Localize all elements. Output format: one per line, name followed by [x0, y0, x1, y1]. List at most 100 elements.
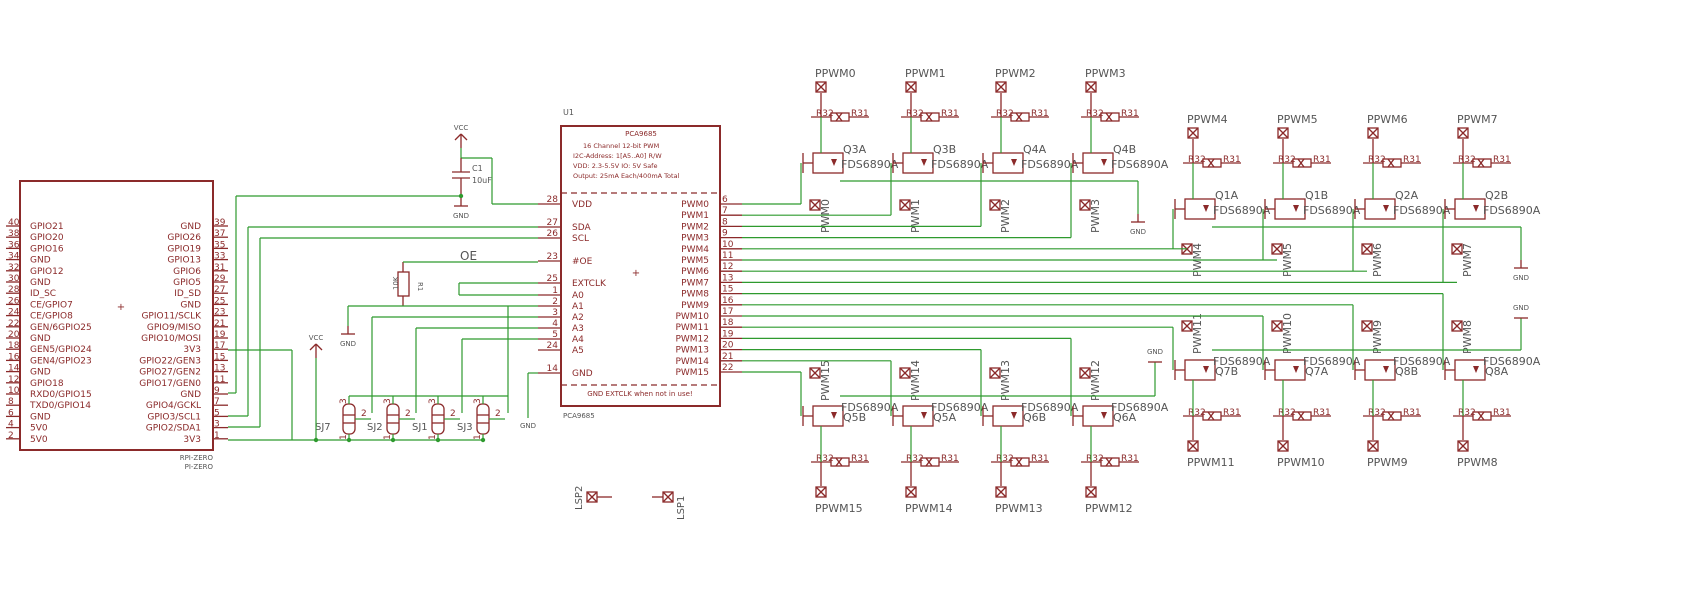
pad-icon	[1187, 127, 1199, 139]
diode-icon	[1293, 205, 1299, 212]
pca-pin-name: SCL	[572, 234, 589, 244]
sj-pin: 2	[450, 409, 456, 419]
rt-label: R32	[996, 109, 1014, 119]
pad-cross	[1085, 486, 1097, 498]
pad-cross	[1451, 243, 1463, 255]
pca-pin-name: PWM14	[675, 357, 709, 367]
pca-pin-name: PWM0	[681, 200, 709, 210]
mosfet-type: FDS6890A	[1483, 204, 1541, 217]
pad-icon	[1367, 440, 1379, 452]
pad-cross	[815, 81, 827, 93]
rpi-pin-name: CE/GPIO8	[30, 312, 73, 322]
mosfet-icon	[1082, 405, 1114, 427]
mosfet-icon	[1184, 359, 1216, 381]
pad-cross	[1271, 243, 1283, 255]
mosfet-icon	[1274, 359, 1306, 381]
rt-label: R32	[1188, 155, 1206, 165]
mosfet-ref: Q8A	[1485, 365, 1509, 378]
mosfet-icon	[812, 405, 844, 427]
gnd-label: GND	[1130, 228, 1146, 236]
pad-icon	[1451, 243, 1463, 255]
rpi-pin-name: GPIO17/GEN0	[139, 379, 201, 389]
pca-pin-name: A5	[572, 346, 584, 356]
rt-label: R31	[1121, 454, 1139, 464]
sj-pin: 2	[405, 409, 411, 419]
mosfet-icon	[1364, 198, 1396, 220]
net-label: PWM15	[819, 360, 832, 401]
mosfet-type: FDS6890A	[1303, 204, 1361, 217]
gnd-label: GND	[1147, 348, 1163, 356]
rpi-pin-name: GND	[180, 300, 201, 310]
sj-ref: SJ7	[315, 422, 331, 433]
pad-icon	[995, 81, 1007, 93]
net-label: PWM10	[1281, 313, 1294, 354]
net-label: PWM8	[1461, 320, 1474, 354]
rpi-pin-name: 5V0	[30, 424, 48, 434]
pad-cross	[1367, 127, 1379, 139]
mosfet-icon	[812, 152, 844, 174]
rpi-pin-name: CE/GPIO7	[30, 300, 73, 310]
pca-pin-num: 18	[722, 318, 734, 328]
solder-jumper-icon	[476, 403, 490, 435]
power-pad-label: PPWM14	[905, 502, 953, 515]
pad-cross	[586, 491, 598, 503]
pad-cross	[809, 199, 821, 211]
rpi-pin-name: GPIO2/SDA1	[146, 424, 201, 434]
pca-pin-name: EXTCLK	[572, 279, 607, 289]
pad-icon	[809, 367, 821, 379]
pad-cross	[1079, 199, 1091, 211]
rt-label: R32	[1278, 408, 1296, 418]
pad-cross	[989, 367, 1001, 379]
mosfet-icon	[1274, 198, 1306, 220]
sj-pin: 3	[383, 398, 393, 404]
pad-cross	[899, 367, 911, 379]
pad-cross	[1079, 367, 1091, 379]
junction	[458, 193, 464, 199]
pca-pin-num: 28	[547, 195, 559, 205]
pad-icon	[899, 199, 911, 211]
wire	[1477, 411, 1485, 421]
rpi-pin-name: GND	[180, 390, 201, 400]
pca-pin-name: A2	[572, 313, 584, 323]
pca-pin-num: 3	[552, 308, 558, 318]
pca-pin-num: 6	[722, 195, 728, 205]
net-label: PWM2	[999, 199, 1012, 233]
rpi-pin-name: GND	[30, 412, 51, 422]
rt-label: R31	[1313, 408, 1331, 418]
rt-label: R31	[1313, 155, 1331, 165]
sj-pin: 2	[361, 409, 367, 419]
pca-pin-num: 25	[547, 274, 558, 284]
pad-icon	[1079, 199, 1091, 211]
mosfet-type: FDS6890A	[1213, 355, 1271, 368]
c1-value: 10uF	[472, 176, 492, 185]
rpi-pin-num: 8	[8, 397, 14, 407]
mosfet-type: FDS6890A	[841, 158, 899, 171]
pca-pin-num: 4	[552, 319, 558, 329]
rpi-pin-name: GPIO5	[173, 278, 201, 288]
mosfet-ref: Q1B	[1305, 189, 1328, 202]
junction	[390, 437, 396, 443]
mosfet-icon	[992, 405, 1024, 427]
pad-cross	[1187, 127, 1199, 139]
rpi-pin-name: GPIO18	[30, 379, 64, 389]
diode-icon	[1383, 366, 1389, 373]
sj-pin: 3	[339, 398, 349, 404]
sj-pin: 3	[428, 398, 438, 404]
pad-cross	[1187, 440, 1199, 452]
sj-ref: SJ3	[457, 422, 473, 433]
net-label: PWM14	[909, 360, 922, 401]
pad-icon	[1367, 127, 1379, 139]
wire	[925, 457, 933, 467]
net-label: PWM12	[1089, 360, 1102, 401]
rt-label: R31	[1493, 155, 1511, 165]
rt-label: R31	[1031, 454, 1049, 464]
pca-pin-name: PWM12	[675, 334, 709, 344]
mosfet-type: FDS6890A	[1111, 401, 1169, 414]
rpi-pin-num: 36	[8, 240, 20, 250]
pca-pin-num: 22	[722, 363, 733, 373]
pca-pin-name: A1	[572, 302, 584, 312]
sj-ref: SJ2	[367, 422, 383, 433]
rpi-pin-num: 1	[214, 431, 220, 441]
pca-pin-num: 26	[547, 229, 559, 239]
pca-pin-name: #OE	[572, 257, 593, 267]
